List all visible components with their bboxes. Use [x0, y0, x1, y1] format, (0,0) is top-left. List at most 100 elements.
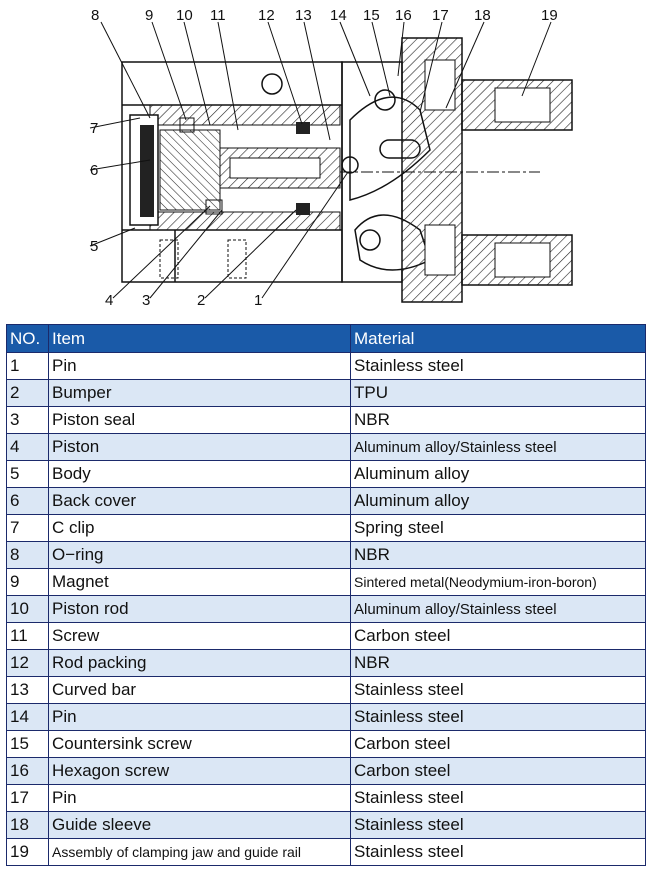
cell-item: Body: [48, 460, 351, 488]
cell-no: 17: [6, 784, 49, 812]
cell-material: Aluminum alloy: [350, 487, 646, 515]
gripper-cross-section-diagram: 8 9 10 11 12 13 14 15 16 17 18 19 7 6 5 …: [89, 7, 573, 309]
cell-item: Pin: [48, 784, 351, 812]
cell-material: Stainless steel: [350, 838, 646, 866]
cell-item: Piston seal: [48, 406, 351, 434]
jaw-lower-slot: [494, 242, 551, 278]
mount-hole: [261, 73, 283, 95]
cell-item: Hexagon screw: [48, 757, 351, 785]
cell-no: 12: [6, 649, 49, 677]
cell-material: TPU: [350, 379, 646, 407]
callout-11: 11: [210, 7, 226, 24]
callout-6: 6: [90, 162, 98, 179]
cell-material: Carbon steel: [350, 757, 646, 785]
cell-no: 10: [6, 595, 49, 623]
callout-4: 4: [105, 292, 113, 309]
cell-material: Stainless steel: [350, 784, 646, 812]
cell-no: 4: [6, 433, 49, 461]
cell-material: Stainless steel: [350, 352, 646, 380]
cell-item: Back cover: [48, 487, 351, 515]
callout-8: 8: [91, 7, 99, 24]
cell-material: Aluminum alloy/Stainless steel: [350, 433, 646, 461]
leader-lines: [89, 21, 552, 299]
guide-sleeve: [424, 59, 456, 111]
cell-material: Stainless steel: [350, 676, 646, 704]
cell-item: Curved bar: [48, 676, 351, 704]
cell-no: 5: [6, 460, 49, 488]
callout-13: 13: [295, 7, 312, 24]
body-wall-bottom: [149, 211, 341, 231]
cell-item: O−ring: [48, 541, 351, 569]
cell-material: Aluminum alloy/Stainless steel: [350, 595, 646, 623]
cell-item: Piston rod: [48, 595, 351, 623]
cell-no: 3: [6, 406, 49, 434]
pin-14: [374, 89, 396, 111]
cell-item: Guide sleeve: [48, 811, 351, 839]
cell-material: Carbon steel: [350, 622, 646, 650]
callout-3: 3: [142, 292, 150, 309]
magnet: [179, 117, 195, 133]
cell-item: Countersink screw: [48, 730, 351, 758]
port-hole-1: [159, 239, 179, 279]
callout-1: 1: [254, 292, 262, 309]
cell-no: 8: [6, 541, 49, 569]
seal-top: [296, 122, 310, 134]
body-wall-top: [149, 104, 341, 126]
rod-bore: [229, 157, 321, 179]
header-no: NO.: [6, 324, 49, 353]
cell-item: Magnet: [48, 568, 351, 596]
callout-5: 5: [90, 238, 98, 255]
callout-17: 17: [432, 7, 449, 24]
seal-bottom: [296, 203, 310, 215]
cell-no: 9: [6, 568, 49, 596]
cell-material: Aluminum alloy: [350, 460, 646, 488]
cell-material: Stainless steel: [350, 703, 646, 731]
cell-no: 19: [6, 838, 49, 866]
cell-item: Pin: [48, 703, 351, 731]
header-item: Item: [48, 324, 351, 353]
guide-sleeve-lower: [424, 224, 456, 276]
callout-15: 15: [363, 7, 380, 24]
cell-no: 1: [6, 352, 49, 380]
callout-18: 18: [474, 7, 491, 24]
back-cover-inner: [140, 125, 154, 217]
cell-no: 7: [6, 514, 49, 542]
cell-item: Screw: [48, 622, 351, 650]
callout-16: 16: [395, 7, 412, 24]
callout-9: 9: [145, 7, 153, 24]
cell-item: Piston: [48, 433, 351, 461]
cell-item: Rod packing: [48, 649, 351, 677]
cell-no: 13: [6, 676, 49, 704]
cell-no: 15: [6, 730, 49, 758]
cell-material: Spring steel: [350, 514, 646, 542]
cell-item: Assembly of clamping jaw and guide rail: [48, 838, 351, 866]
table-header-row: NO. Item Material: [6, 324, 646, 353]
callout-14: 14: [330, 7, 347, 24]
cell-no: 16: [6, 757, 49, 785]
pin-lower: [359, 229, 381, 251]
bumper: [205, 199, 223, 215]
callout-10: 10: [176, 7, 193, 24]
callout-2: 2: [197, 292, 205, 309]
cell-no: 18: [6, 811, 49, 839]
cell-item: Bumper: [48, 379, 351, 407]
cell-no: 14: [6, 703, 49, 731]
cell-no: 2: [6, 379, 49, 407]
port-hole-2: [227, 239, 247, 279]
